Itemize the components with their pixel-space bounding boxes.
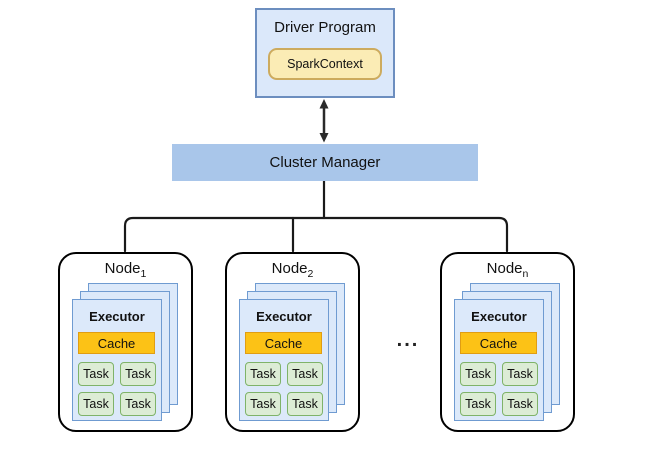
cache-bar: Cache <box>245 332 322 354</box>
task-box: Task <box>287 392 323 416</box>
cluster-manager-label: Cluster Manager <box>269 154 381 171</box>
task-grid: Task Task Task Task <box>245 362 323 416</box>
spark-context-box: SparkContext <box>268 48 382 80</box>
task-box: Task <box>78 362 114 386</box>
node-2-subscript: 2 <box>307 268 314 280</box>
bidirectional-arrow-icon <box>319 99 329 143</box>
cluster-to-nodes-connector <box>123 179 509 253</box>
task-grid: Task Task Task Task <box>460 362 538 416</box>
node-n-label: Node <box>486 260 523 277</box>
node-2-executor-stack: Executor Cache Task Task Task Task <box>239 283 345 423</box>
more-nodes-ellipsis: ... <box>396 329 420 351</box>
task-box: Task <box>460 392 496 416</box>
node-n-box: Noden Executor Cache Task Task Task Task <box>440 252 575 432</box>
executor-title: Executor <box>89 309 145 324</box>
driver-program-box: Driver Program SparkContext <box>255 8 395 98</box>
node-2-title: Node2 <box>227 260 358 280</box>
node-n-subscript: n <box>522 268 529 280</box>
node-1-subscript: 1 <box>140 268 147 280</box>
node-1-title: Node1 <box>60 260 191 280</box>
task-box: Task <box>287 362 323 386</box>
task-box: Task <box>245 362 281 386</box>
node-2-label: Node <box>271 260 308 277</box>
task-grid: Task Task Task Task <box>78 362 156 416</box>
task-box: Task <box>502 392 538 416</box>
spark-context-label: SparkContext <box>287 57 363 71</box>
executor-card-front: Executor Cache Task Task Task Task <box>239 299 329 421</box>
task-box: Task <box>245 392 281 416</box>
node-n-title: Noden <box>442 260 573 280</box>
node-1-label: Node <box>104 260 141 277</box>
cluster-manager-bar: Cluster Manager <box>172 144 478 181</box>
executor-title: Executor <box>256 309 312 324</box>
driver-program-title: Driver Program <box>274 19 376 36</box>
task-box: Task <box>120 392 156 416</box>
executor-card-front: Executor Cache Task Task Task Task <box>72 299 162 421</box>
task-box: Task <box>120 362 156 386</box>
task-box: Task <box>460 362 496 386</box>
cache-bar: Cache <box>78 332 155 354</box>
node-1-executor-stack: Executor Cache Task Task Task Task <box>72 283 178 423</box>
task-box: Task <box>78 392 114 416</box>
executor-card-front: Executor Cache Task Task Task Task <box>454 299 544 421</box>
node-2-box: Node2 Executor Cache Task Task Task Task <box>225 252 360 432</box>
node-n-executor-stack: Executor Cache Task Task Task Task <box>454 283 560 423</box>
node-1-box: Node1 Executor Cache Task Task Task Task <box>58 252 193 432</box>
task-box: Task <box>502 362 538 386</box>
cache-bar: Cache <box>460 332 537 354</box>
executor-title: Executor <box>471 309 527 324</box>
